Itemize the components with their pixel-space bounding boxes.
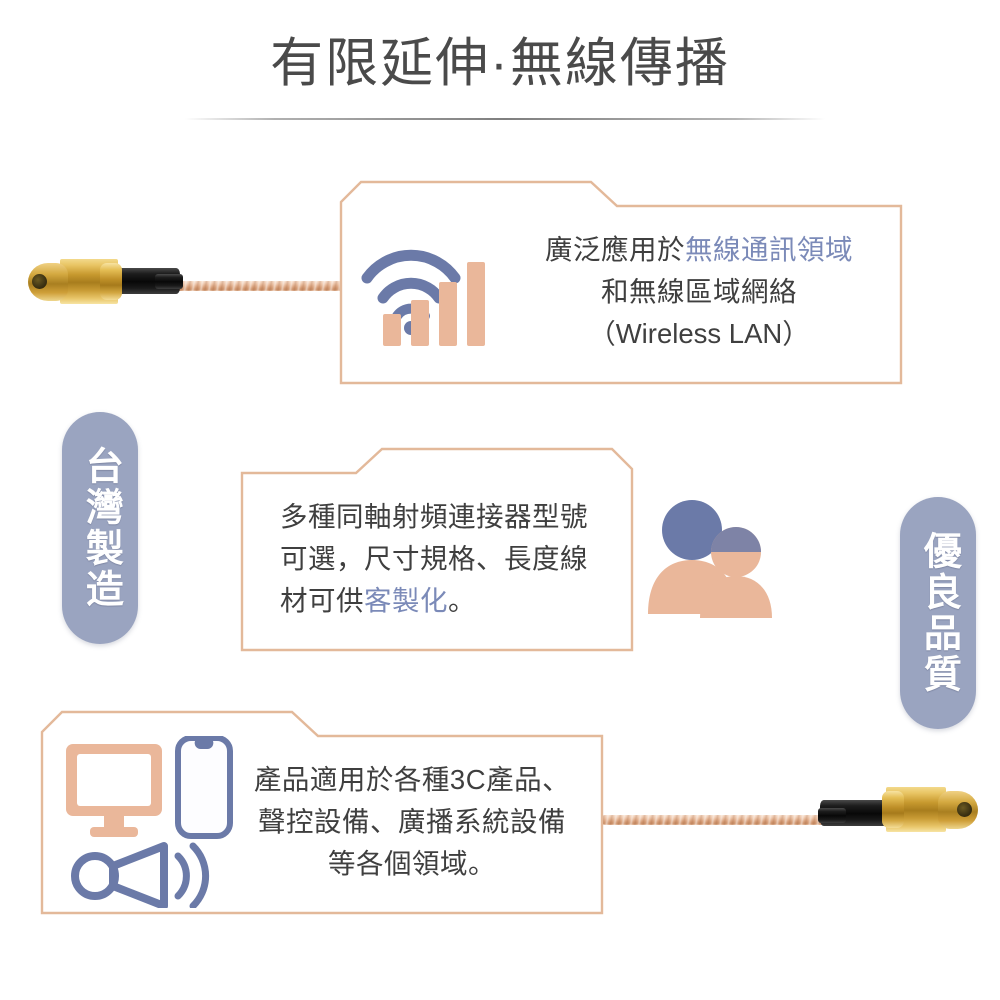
badge-made-in-taiwan-label: 台灣製造 — [79, 446, 122, 610]
panel-customization-line-3: 材可供客製化。 — [280, 584, 476, 616]
coax-cable-bottom — [600, 815, 850, 825]
panel-wireless: 廣泛應用於無線通訊領域 和無線區域網絡 （Wireless LAN） — [333, 180, 903, 385]
panel-customization-text: 多種同軸射頻連接器型號 可選，尺寸規格、長度線 材可供客製化。 — [250, 496, 630, 621]
panel-applications-text: 產品適用於各種3C產品、 聲控設備、廣播系統設備 等各個領域。 — [246, 759, 596, 884]
panel-customization-frame — [240, 447, 634, 652]
panel-wireless-line-3: （Wireless LAN） — [588, 317, 810, 349]
panel-customization-line-2: 可選，尺寸規格、長度線 — [280, 543, 588, 575]
panel-applications-line-3: 等各個領域。 — [328, 847, 496, 879]
monitor-icon — [66, 744, 162, 837]
title-divider — [185, 118, 825, 120]
badge-quality-label: 優良品質 — [917, 531, 960, 695]
panel-applications: 產品適用於各種3C產品、 聲控設備、廣播系統設備 等各個領域。 — [34, 710, 604, 915]
boot-taper-top — [155, 274, 183, 289]
boot-taper-bottom — [818, 808, 846, 823]
panel-wireless-line-1: 廣泛應用於無線通訊領域 — [545, 234, 853, 266]
badge-made-in-taiwan: 台灣製造 — [62, 412, 138, 644]
sma-collar-top — [100, 263, 122, 300]
page-title: 有限延伸·無線傳播 — [270, 34, 730, 93]
people-icon-svg — [648, 500, 772, 618]
megaphone-icon — [71, 842, 210, 910]
panel-customization: 多種同軸射頻連接器型號 可選，尺寸規格、長度線 材可供客製化。 — [240, 447, 640, 652]
panel-applications-line-2: 聲控設備、廣播系統設備 — [258, 806, 566, 838]
badge-quality: 優良品質 — [900, 497, 976, 729]
smartphone-icon — [175, 735, 233, 839]
panel-applications-line-1: 產品適用於各種3C產品、 — [253, 764, 571, 796]
panel-applications-content: 產品適用於各種3C產品、 聲控設備、廣播系統設備 等各個領域。 — [48, 735, 596, 910]
sma-center-pin-top — [32, 274, 47, 289]
coax-cable-top — [170, 281, 420, 291]
panel-customization-line-1: 多種同軸射頻連接器型號 — [280, 501, 588, 533]
people-icon — [640, 492, 790, 622]
wifi-signal-icon-svg — [361, 249, 485, 346]
applications-icon-svg — [66, 735, 233, 910]
panel-wireless-text: 廣泛應用於無線通訊領域 和無線區域網絡 （Wireless LAN） — [519, 229, 895, 354]
page-title-wrap: 有限延伸·無線傳播 — [0, 34, 1000, 95]
wifi-signal-icon — [359, 232, 519, 352]
panel-wireless-line-2: 和無線區域網絡 — [601, 276, 797, 308]
sma-collar-bottom — [882, 791, 904, 828]
panel-customization-content: 多種同軸射頻連接器型號 可選，尺寸規格、長度線 材可供客製化。 — [250, 473, 630, 645]
panel-wireless-content: 廣泛應用於無線通訊領域 和無線區域網絡 （Wireless LAN） — [347, 206, 895, 378]
sma-center-pin-bottom — [957, 802, 972, 817]
panel-applications-icons — [56, 735, 246, 910]
